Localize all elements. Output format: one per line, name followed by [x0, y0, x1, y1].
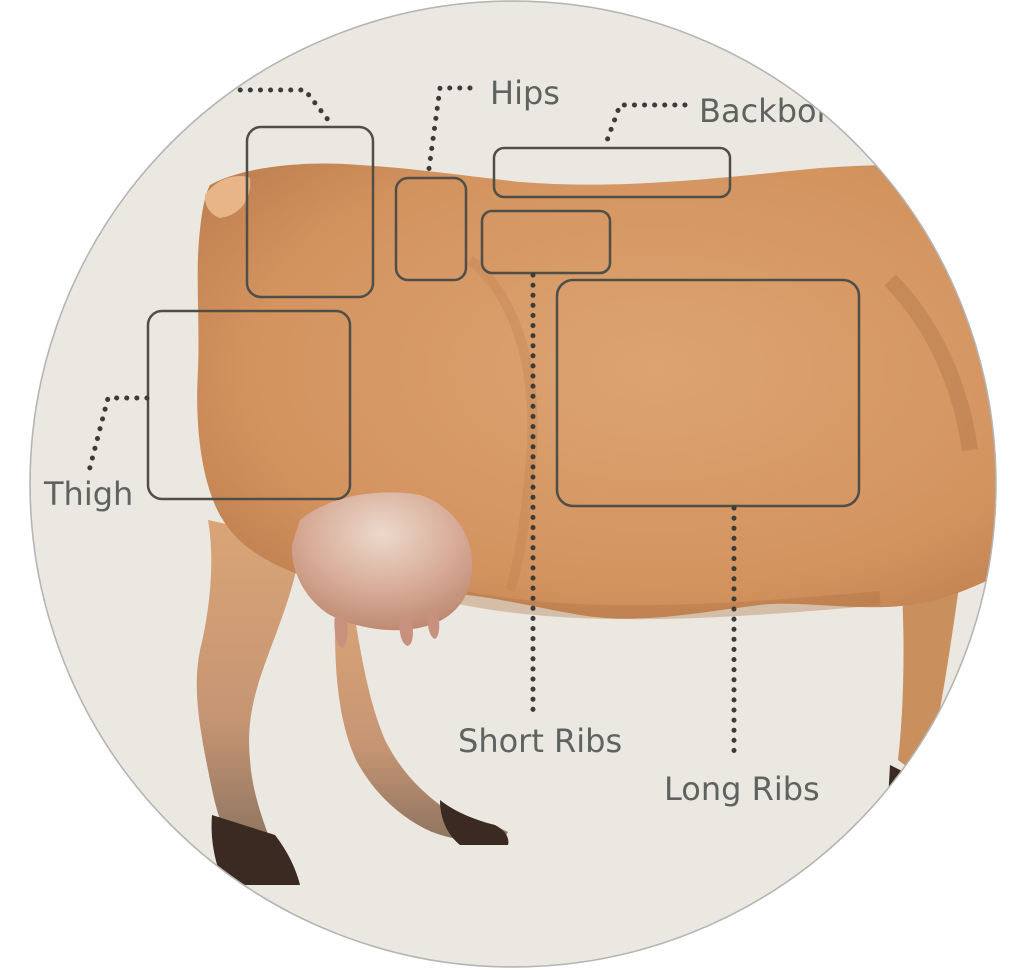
- label-long-ribs: Long Ribs: [664, 770, 820, 808]
- label-thigh: Thigh: [43, 475, 133, 513]
- label-hips: Hips: [490, 74, 560, 112]
- label-short-ribs: Short Ribs: [458, 722, 622, 760]
